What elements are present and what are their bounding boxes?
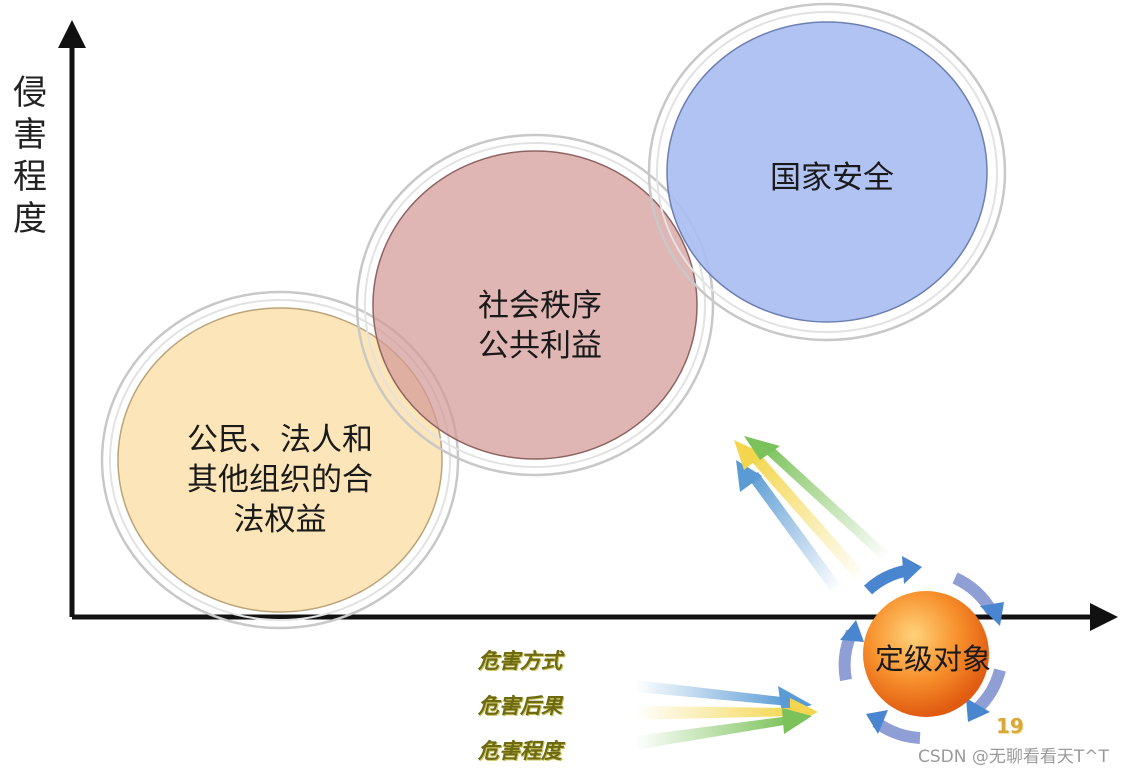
- page-number: 19: [996, 714, 1024, 738]
- y-axis-label-char: 害: [10, 114, 50, 156]
- target-label: 定级对象: [858, 636, 1008, 678]
- factor-degree: 危害程度: [478, 735, 562, 765]
- bubble-social-order-text: 社会秩序 公共利益: [440, 286, 640, 366]
- bubble-citizens-line: 其他组织的合: [175, 460, 385, 500]
- factor-consequence: 危害后果: [478, 690, 562, 720]
- up-arrow-yellow: [734, 440, 864, 580]
- bubble-citizens-text: 公民、法人和 其他组织的合 法权益: [175, 420, 385, 540]
- factor-method: 危害方式: [478, 645, 562, 675]
- up-arrow-blue: [736, 460, 840, 590]
- bubble-national-security-line: 国家安全: [742, 158, 922, 198]
- factor-arrows: [635, 680, 818, 750]
- bubble-social-order-line: 社会秩序: [440, 286, 640, 326]
- bubble-citizens-line: 公民、法人和: [175, 420, 385, 460]
- y-axis-label: 侵 害 程 度: [10, 72, 50, 240]
- y-axis-label-char: 程: [10, 156, 50, 198]
- y-axis-label-char: 侵: [10, 72, 50, 114]
- bubble-social-order-line: 公共利益: [440, 326, 640, 366]
- upward-arrows: [734, 436, 888, 590]
- bubble-citizens-line: 法权益: [175, 500, 385, 540]
- watermark: CSDN @无聊看看天T^T: [918, 742, 1109, 767]
- bubble-national-security-text: 国家安全: [742, 158, 922, 198]
- y-axis-label-char: 度: [10, 198, 50, 240]
- y-axis: [58, 20, 86, 617]
